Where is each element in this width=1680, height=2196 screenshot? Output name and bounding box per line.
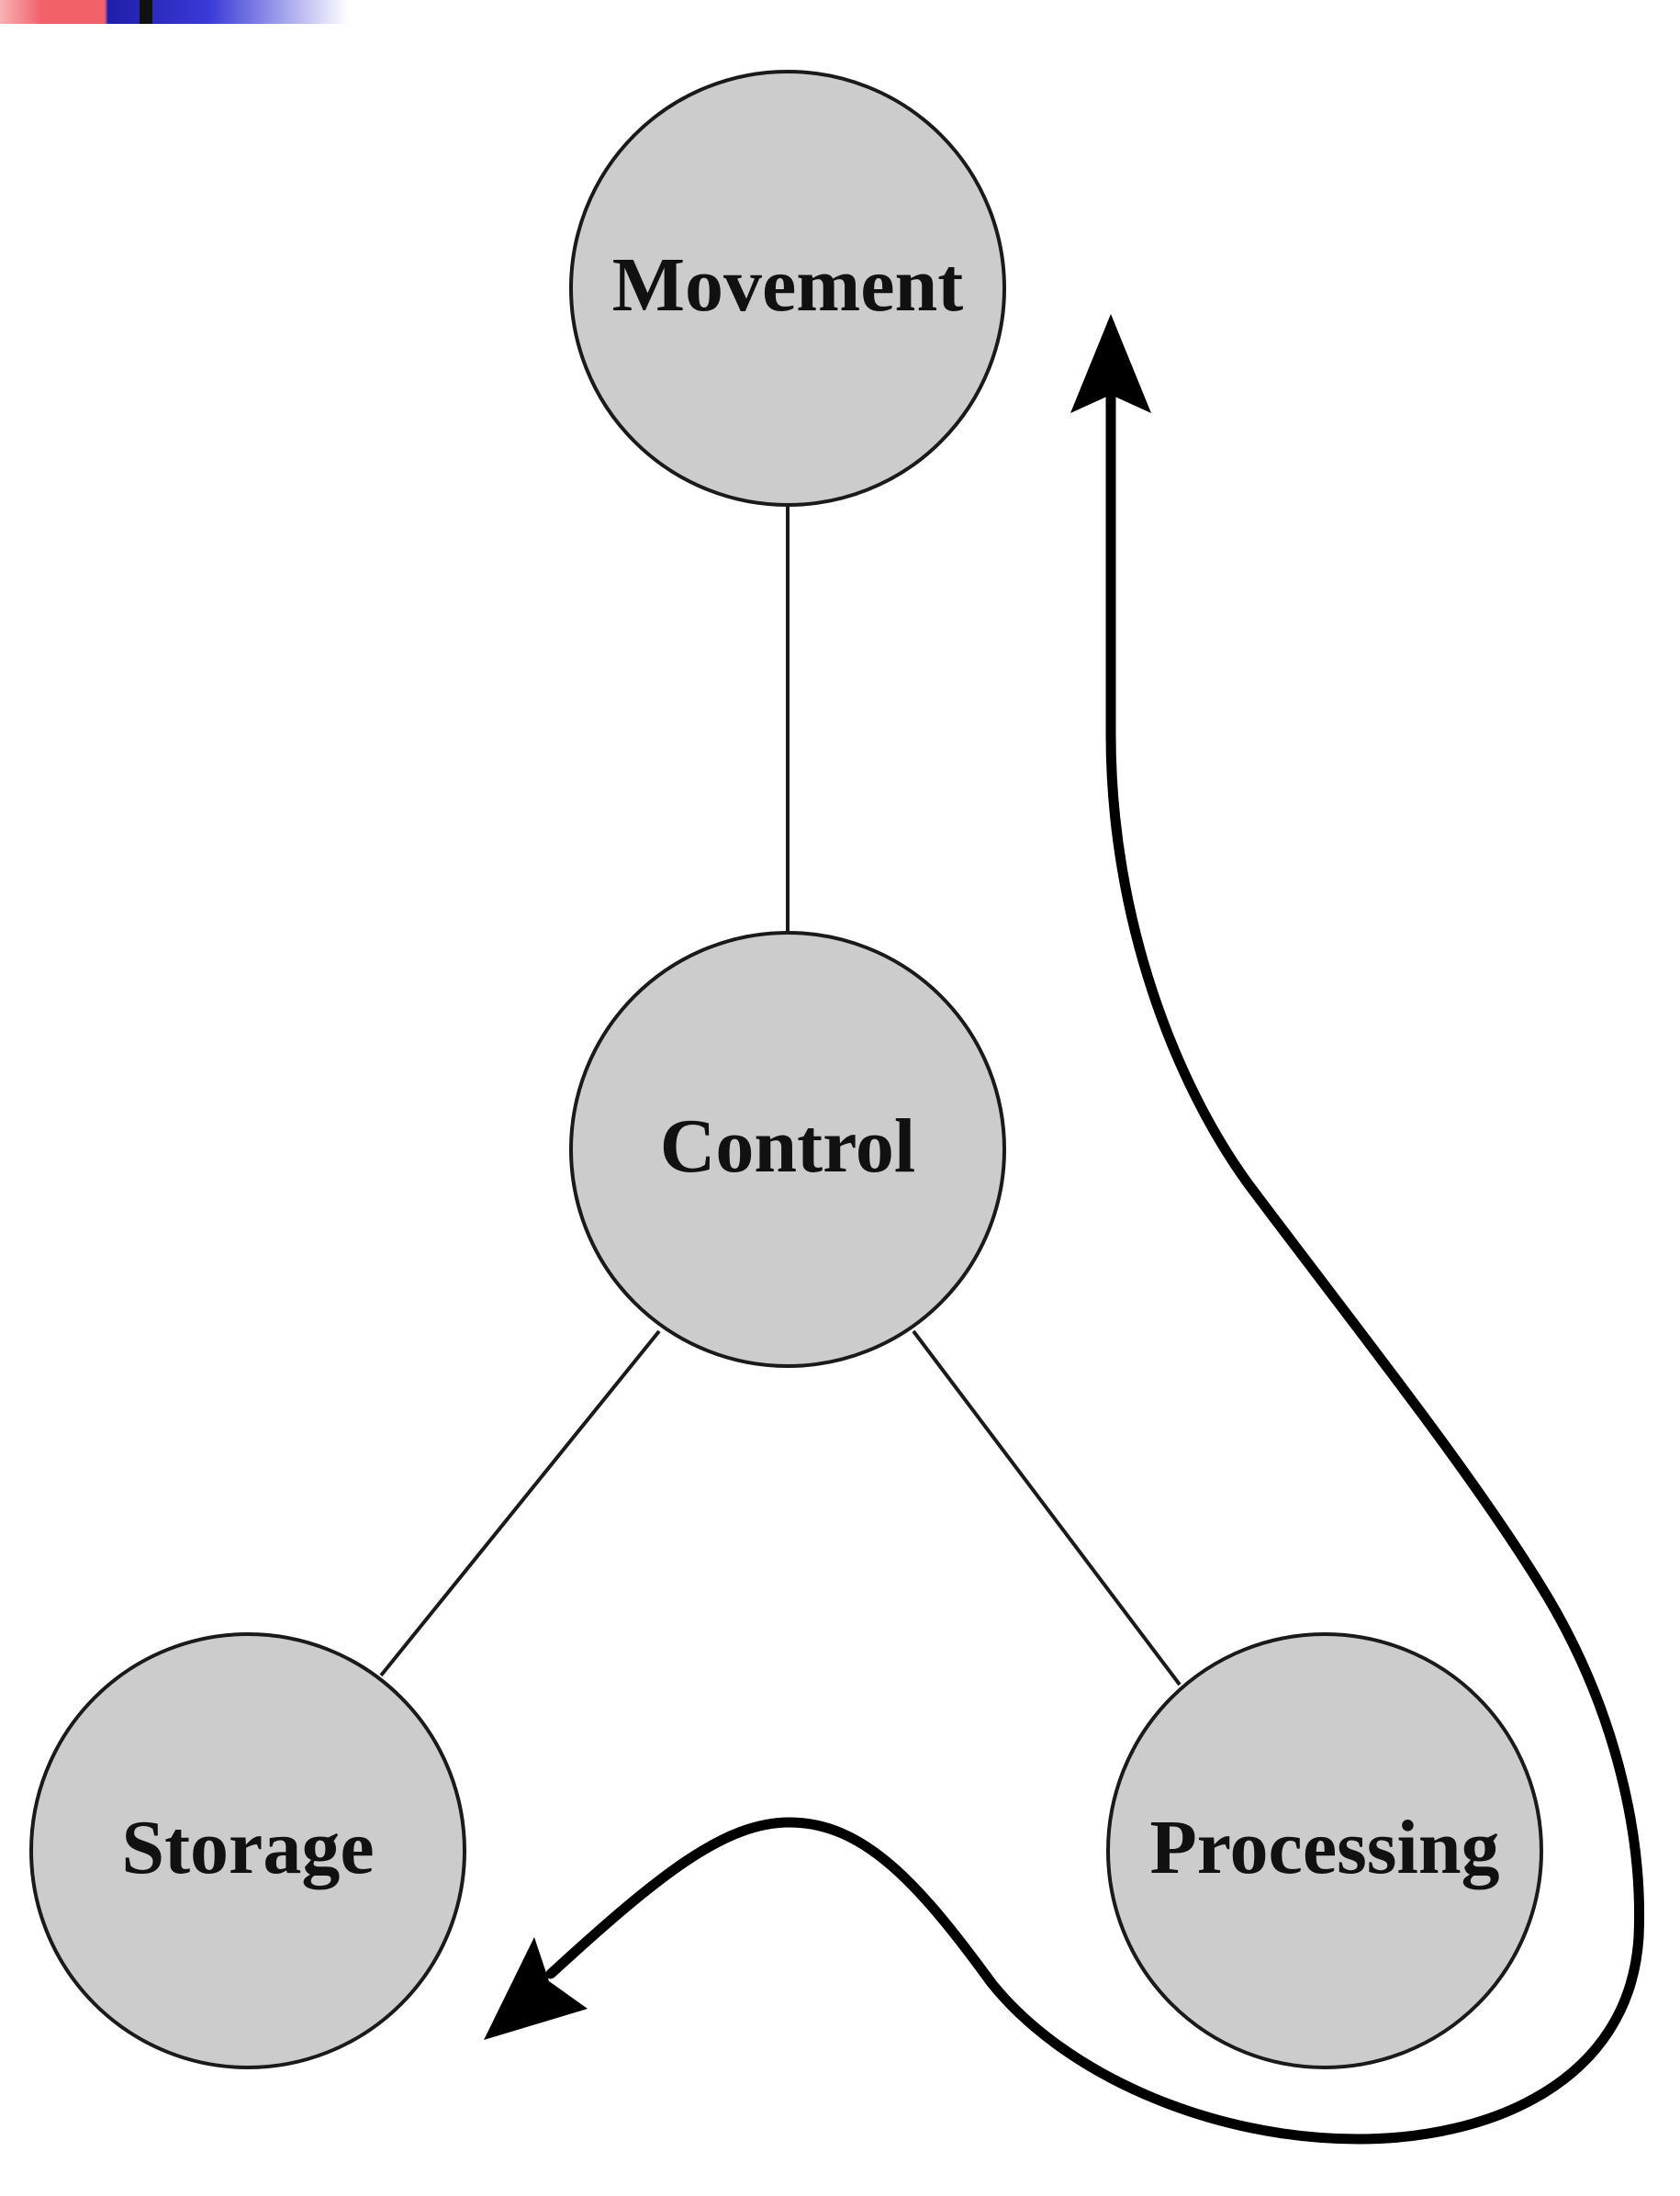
node-label-movement: Movement xyxy=(612,242,964,328)
node-movement: Movement xyxy=(569,70,1006,507)
flow-arrow xyxy=(484,314,1644,2145)
node-control: Control xyxy=(569,931,1006,1368)
flow-path xyxy=(545,380,1644,2145)
edge-control-storage xyxy=(379,1329,661,1677)
node-circle xyxy=(1106,1632,1543,2069)
node-storage: Storage xyxy=(29,1632,466,2069)
arrowhead-down-left xyxy=(484,1937,588,2040)
edge-control-processing xyxy=(912,1329,1182,1686)
node-processing: Processing xyxy=(1106,1632,1543,2069)
node-label-control: Control xyxy=(660,1104,915,1189)
arrowhead-up xyxy=(1070,314,1151,413)
node-label-processing: Processing xyxy=(1149,1805,1499,1890)
node-circle xyxy=(569,931,1006,1368)
node-circle xyxy=(569,70,1006,507)
node-circle xyxy=(29,1632,466,2069)
node-label-storage: Storage xyxy=(121,1805,374,1890)
corner-color-bar xyxy=(0,0,349,24)
